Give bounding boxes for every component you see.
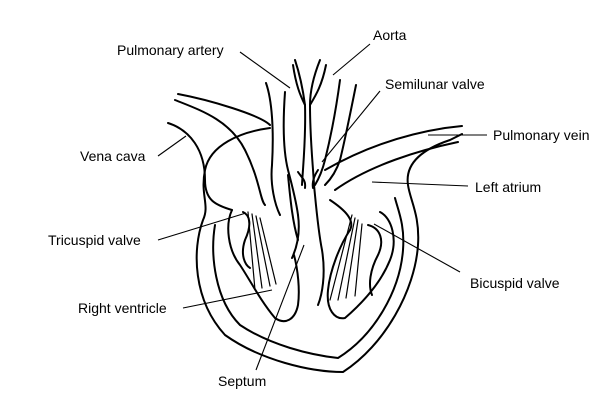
heart-outline bbox=[195, 127, 463, 373]
label-pulmonary-artery: Pulmonary artery bbox=[117, 42, 224, 58]
leader-semilunar-valve bbox=[321, 90, 381, 163]
leader-vena-cava bbox=[157, 135, 187, 157]
aorta bbox=[292, 59, 327, 186]
leader-tricuspid-valve bbox=[157, 212, 247, 241]
label-tricuspid-valve: Tricuspid valve bbox=[48, 232, 141, 248]
semilunar-valve bbox=[297, 169, 319, 189]
tricuspid-chordae bbox=[247, 211, 277, 291]
pulmonary-vein bbox=[314, 79, 463, 231]
label-septum: Septum bbox=[218, 373, 266, 389]
label-pulmonary-vein: Pulmonary vein bbox=[493, 127, 590, 143]
right-ventricle-chamber bbox=[227, 209, 300, 323]
leader-aorta bbox=[332, 43, 371, 76]
leader-septum bbox=[255, 244, 305, 371]
vena-cava bbox=[167, 93, 271, 211]
leader-left-atrium bbox=[371, 181, 469, 187]
label-aorta: Aorta bbox=[373, 27, 407, 43]
label-semilunar-valve: Semilunar valve bbox=[385, 76, 485, 92]
labels: Aorta Pulmonary artery Semilunar valve P… bbox=[48, 27, 590, 389]
leader-pulmonary-artery bbox=[239, 51, 291, 89]
leader-right-ventricle bbox=[182, 289, 273, 309]
leader-lines bbox=[157, 43, 487, 371]
pulmonary-artery bbox=[265, 82, 299, 216]
bicuspid-chordae bbox=[329, 214, 363, 301]
label-bicuspid-valve: Bicuspid valve bbox=[470, 275, 560, 291]
label-vena-cava: Vena cava bbox=[80, 148, 146, 164]
label-right-ventricle: Right ventricle bbox=[78, 300, 167, 316]
label-left-atrium: Left atrium bbox=[475, 179, 541, 195]
leader-bicuspid-valve bbox=[373, 223, 461, 273]
left-ventricle-chamber bbox=[326, 211, 395, 320]
